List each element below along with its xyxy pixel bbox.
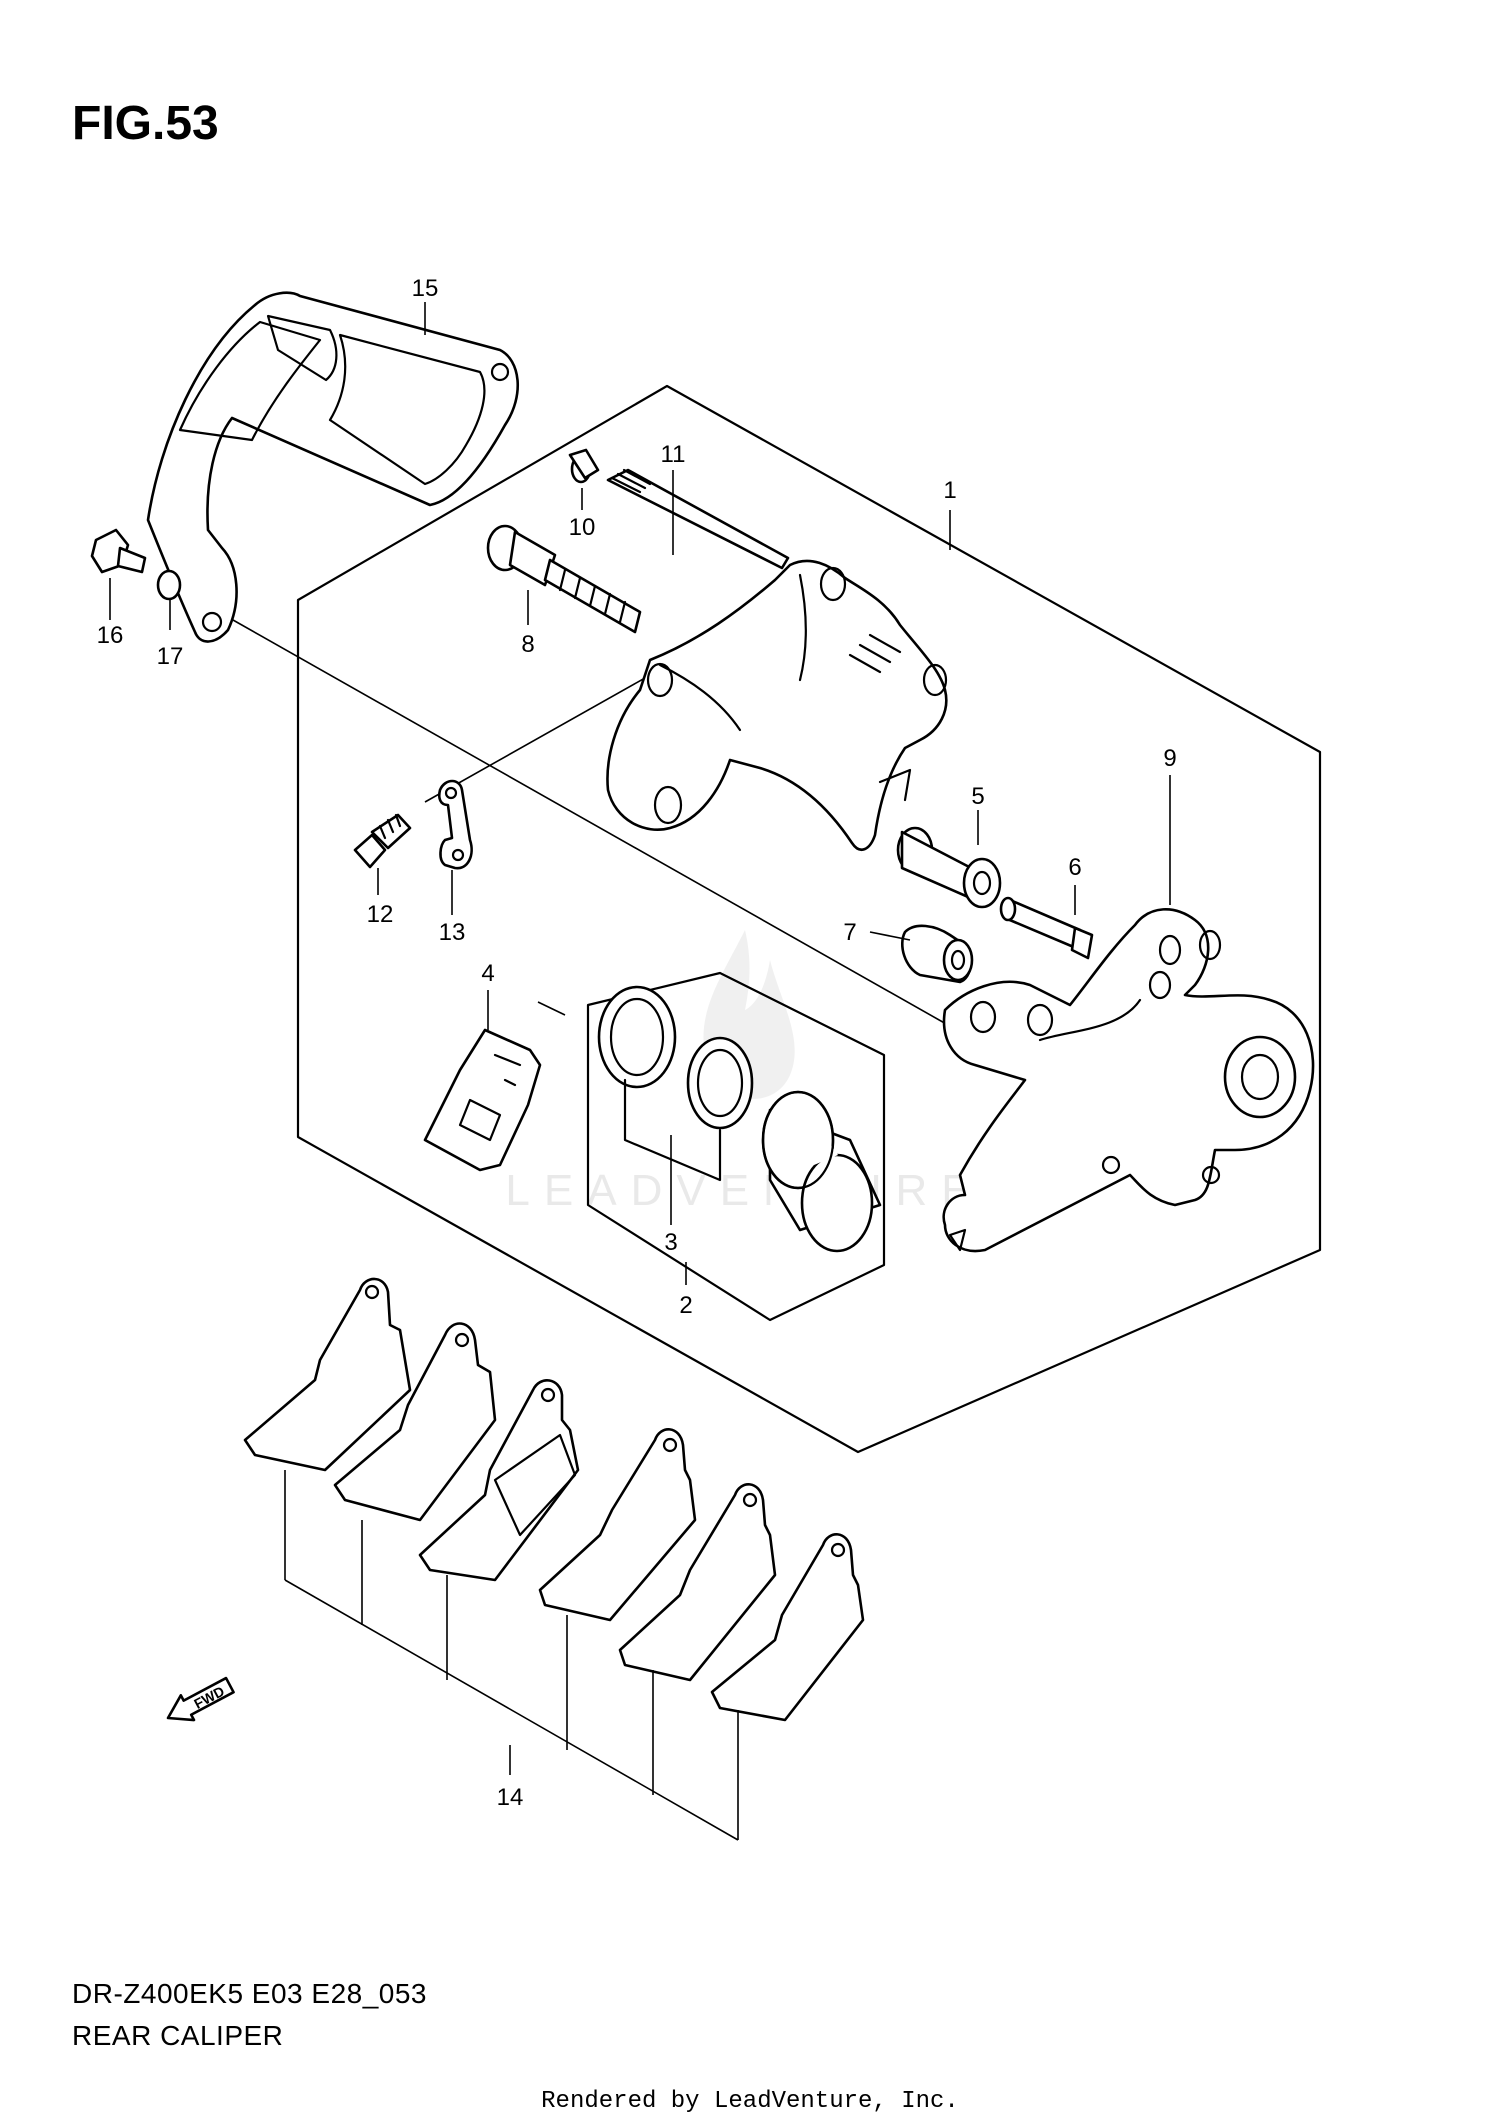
bolt-8	[486, 524, 642, 634]
callout-3: 3	[664, 1229, 677, 1256]
pad-spring-4	[423, 1028, 542, 1172]
callout-5: 5	[971, 783, 984, 810]
piston-seals-3	[597, 985, 754, 1182]
assembly-outline-2	[586, 971, 886, 1322]
section-title: REAR CALIPER	[72, 2020, 284, 2051]
leader-15-to-caliper	[232, 619, 949, 1026]
callout-13: 13	[439, 919, 466, 946]
assembly-outline-1	[296, 384, 1322, 1454]
watermark-text: LEADVENTURE	[505, 1166, 984, 1215]
leader-lines	[109, 302, 1171, 1775]
clip-13	[437, 779, 473, 870]
callout-17: 17	[157, 643, 184, 670]
caliper-body	[606, 559, 948, 851]
pin-11	[606, 468, 790, 570]
callout-16: 16	[97, 622, 124, 649]
sleeve-5	[896, 826, 1002, 909]
pin-6	[999, 896, 1094, 960]
figure-title: FIG.53	[72, 97, 219, 150]
fwd-arrow-icon: FWD	[166, 1676, 235, 1722]
callout-10: 10	[569, 514, 596, 541]
bleeder-12	[353, 813, 412, 869]
callout-labels: 15 1 11 10 8 16 17 5 6 7 9 12 13 4 3 2 1…	[97, 275, 1177, 1811]
leader-2-box	[537, 1001, 566, 1016]
callout-6: 6	[1068, 854, 1081, 881]
callout-1: 1	[943, 477, 956, 504]
callout-8: 8	[521, 631, 534, 658]
callout-4: 4	[481, 960, 494, 987]
leader-13	[424, 677, 646, 803]
brake-guard	[146, 291, 519, 643]
brake-pads-14	[243, 1277, 865, 1841]
bolt-16	[90, 528, 147, 574]
pin-plug-10	[568, 448, 600, 484]
callout-11: 11	[661, 441, 686, 468]
callout-15: 15	[412, 275, 439, 302]
callout-12: 12	[367, 901, 394, 928]
callout-14: 14	[497, 1784, 524, 1811]
washer-17	[156, 569, 182, 601]
boot-7	[900, 924, 974, 984]
piston	[761, 1090, 882, 1253]
callout-7: 7	[843, 919, 856, 946]
callout-2: 2	[679, 1292, 692, 1319]
caliper-bracket-9	[942, 908, 1315, 1253]
rendered-by-note: Rendered by LeadVenture, Inc.	[541, 2088, 959, 2115]
callout-9: 9	[1163, 745, 1176, 772]
model-code: DR-Z400EK5 E03 E28_053	[72, 1978, 427, 2009]
